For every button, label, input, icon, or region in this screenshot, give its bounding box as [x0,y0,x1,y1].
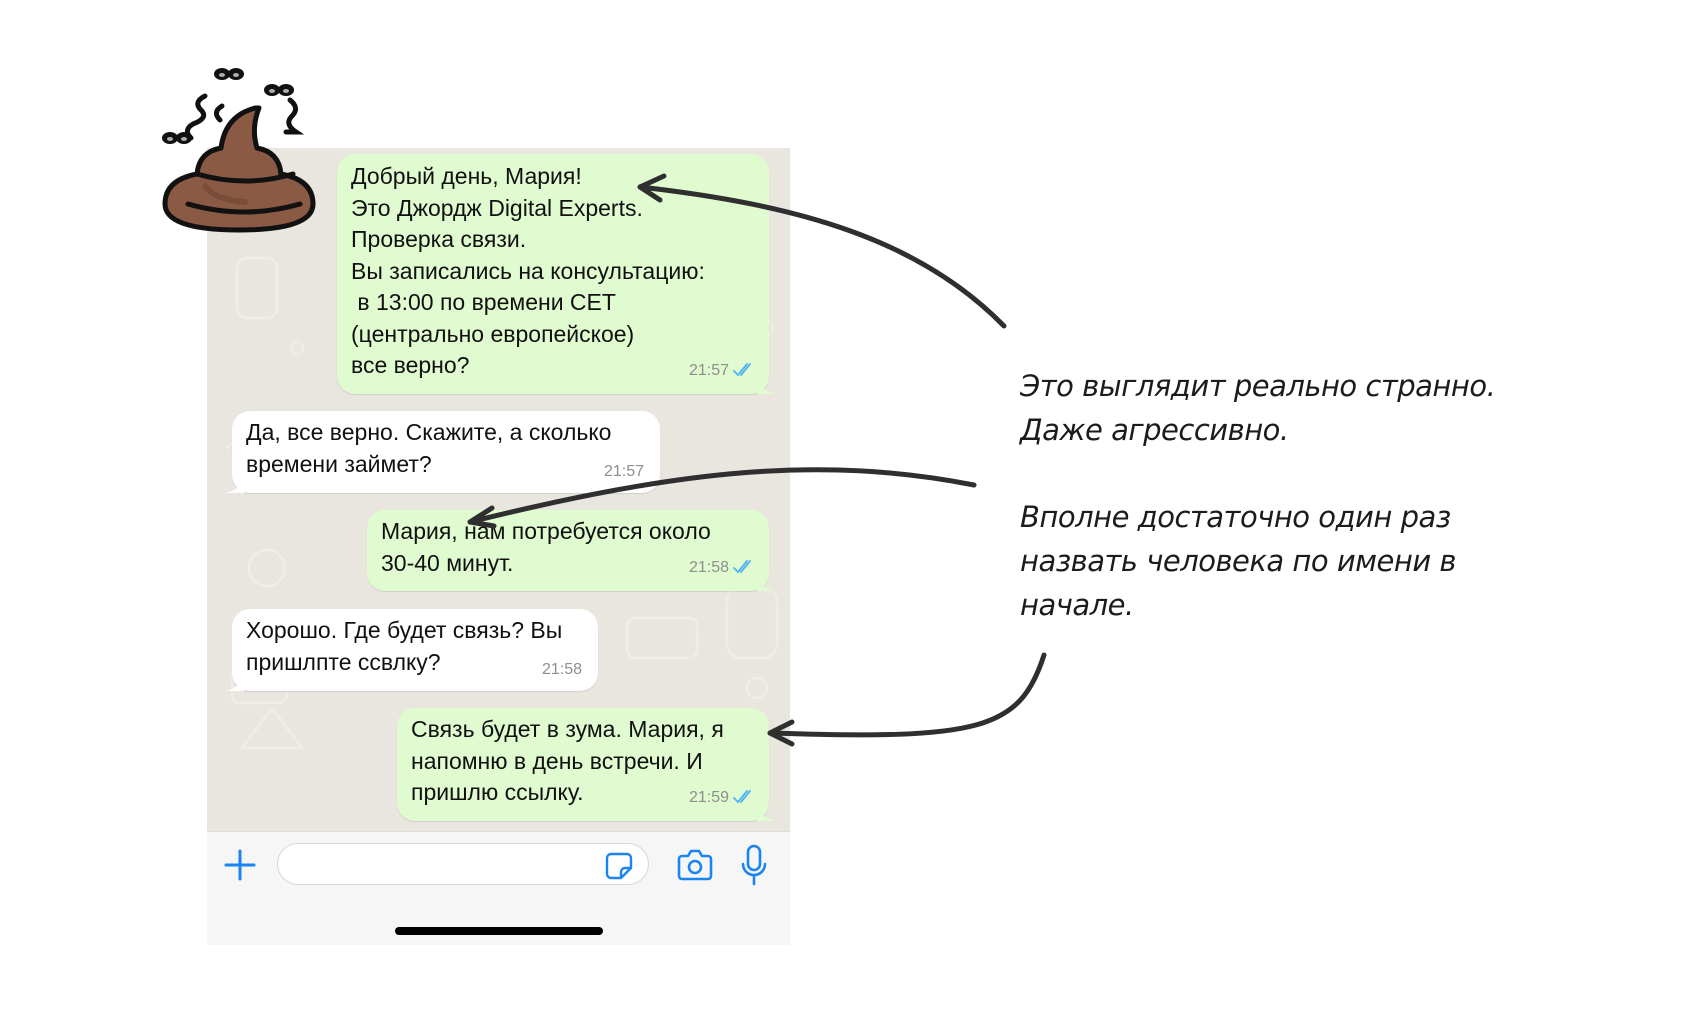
message-meta: 21:58 [689,552,755,584]
message-time: 21:59 [688,788,729,806]
annotation-line: Вполне достаточно один раз [1020,500,1451,534]
message-meta: 21:57 [604,456,644,488]
annotation-line: Это выглядит реально странно. [1020,369,1496,403]
message-bubble-outgoing[interactable]: Добрый день, Мария! Это Джордж Digital E… [337,154,777,394]
double-check-read-icon [733,560,751,574]
double-check-read-icon [733,790,751,804]
message-meta: 21:57 [689,355,755,387]
message-bubble-outgoing[interactable]: Мария, нам потребуется около 30-40 минут… [367,510,777,591]
arrow-to-third-name-mention [767,652,1047,738]
annotation-line: назвать человека по имени в [1020,544,1457,578]
bubble-tail [757,378,777,394]
annotation-line: Даже агрессивно. [1020,413,1289,447]
message-input[interactable] [277,843,649,885]
message-time: 21:57 [603,462,644,480]
message-bubble-outgoing[interactable]: Связь будет в зума. Мария, я напомню в д… [397,708,777,821]
home-indicator[interactable] [395,927,603,935]
message-time: 21:58 [688,558,729,576]
microphone-icon[interactable] [741,844,767,886]
message-bubble-incoming[interactable]: Хорошо. Где будет связь? Вы пришлпте ссв… [224,609,598,691]
sticker-icon[interactable] [605,852,633,880]
annotation-line: начале. [1020,588,1134,622]
message-text: Да, все верно. Скажите, а сколько времен… [246,419,612,477]
message-meta: 21:59 [689,782,755,814]
double-check-read-icon [733,363,751,377]
plus-icon[interactable] [223,848,257,882]
bubble-tail [757,575,777,591]
message-text: Связь будет в зума. Мария, я напомню в д… [411,716,724,805]
bubble-tail [224,477,244,493]
message-meta: 21:58 [542,654,582,686]
bubble-tail [757,805,777,821]
message-time: 21:58 [541,660,582,678]
message-text: Хорошо. Где будет связь? Вы пришлпте ссв… [246,617,563,675]
poop-with-flies-icon [162,68,316,233]
message-bubble-incoming[interactable]: Да, все верно. Скажите, а сколько времен… [224,411,660,493]
camera-icon[interactable] [677,848,713,882]
bubble-tail [224,675,244,691]
message-text: Добрый день, Мария! Это Джордж Digital E… [351,163,705,378]
message-time: 21:57 [688,361,729,379]
message-composer [207,831,790,945]
chat-window: Добрый день, Мария! Это Джордж Digital E… [207,148,790,945]
